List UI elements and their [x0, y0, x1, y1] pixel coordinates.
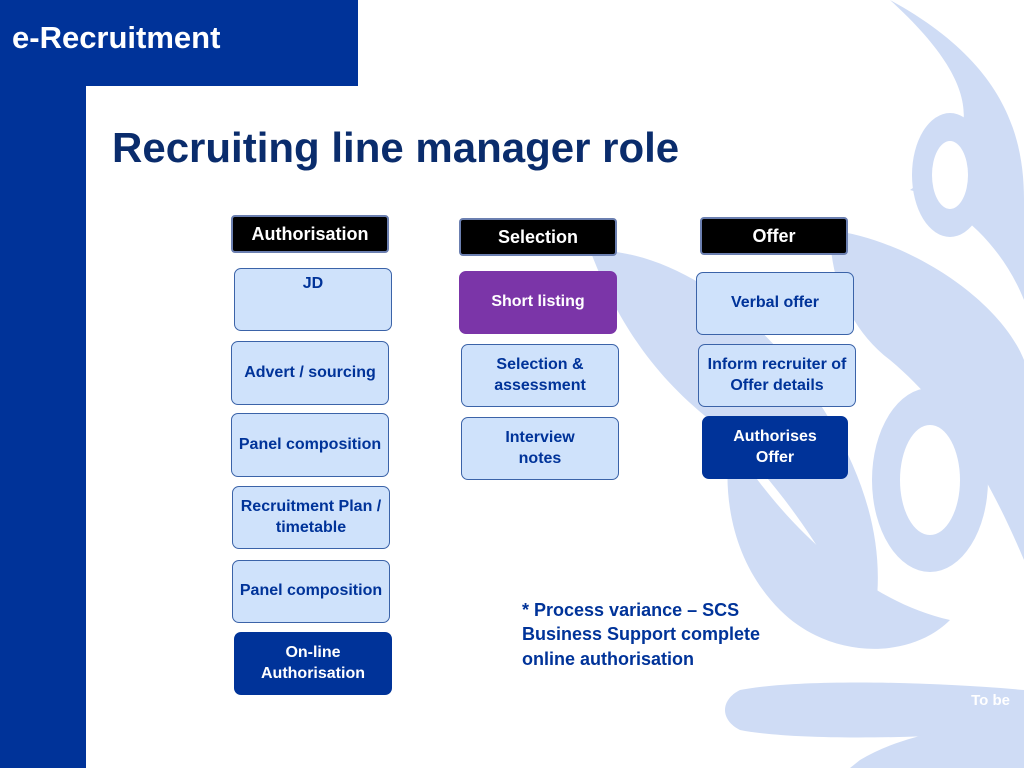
node-panel-composition-1: Panel composition: [231, 413, 389, 477]
left-brand-band: [0, 0, 86, 768]
node-panel-composition-2: Panel composition: [232, 560, 390, 623]
top-brand-band: [0, 0, 358, 86]
node-selection-assessment: Selection & assessment: [461, 344, 619, 407]
footer-tag: To be: [971, 692, 1010, 709]
node-jd: JD: [234, 268, 392, 331]
node-inform-recruiter: Inform recruiter of Offer details: [698, 344, 856, 407]
header-offer: Offer: [700, 217, 848, 255]
node-advert-sourcing: Advert / sourcing: [231, 341, 389, 405]
node-interview-notes: Interview notes: [461, 417, 619, 480]
header-authorisation: Authorisation: [231, 215, 389, 253]
app-title: e-Recruitment: [12, 20, 221, 55]
node-short-listing: Short listing: [459, 271, 617, 334]
node-verbal-offer: Verbal offer: [696, 272, 854, 335]
crest-watermark: [590, 0, 1024, 768]
node-recruitment-plan: Recruitment Plan / timetable: [232, 486, 390, 549]
header-selection: Selection: [459, 218, 617, 256]
slide-title: Recruiting line manager role: [112, 124, 680, 171]
node-authorises-offer: Authorises Offer: [702, 416, 848, 479]
node-online-authorisation: On-line Authorisation: [234, 632, 392, 695]
process-variance-note: * Process variance – SCS Business Suppor…: [522, 600, 761, 669]
